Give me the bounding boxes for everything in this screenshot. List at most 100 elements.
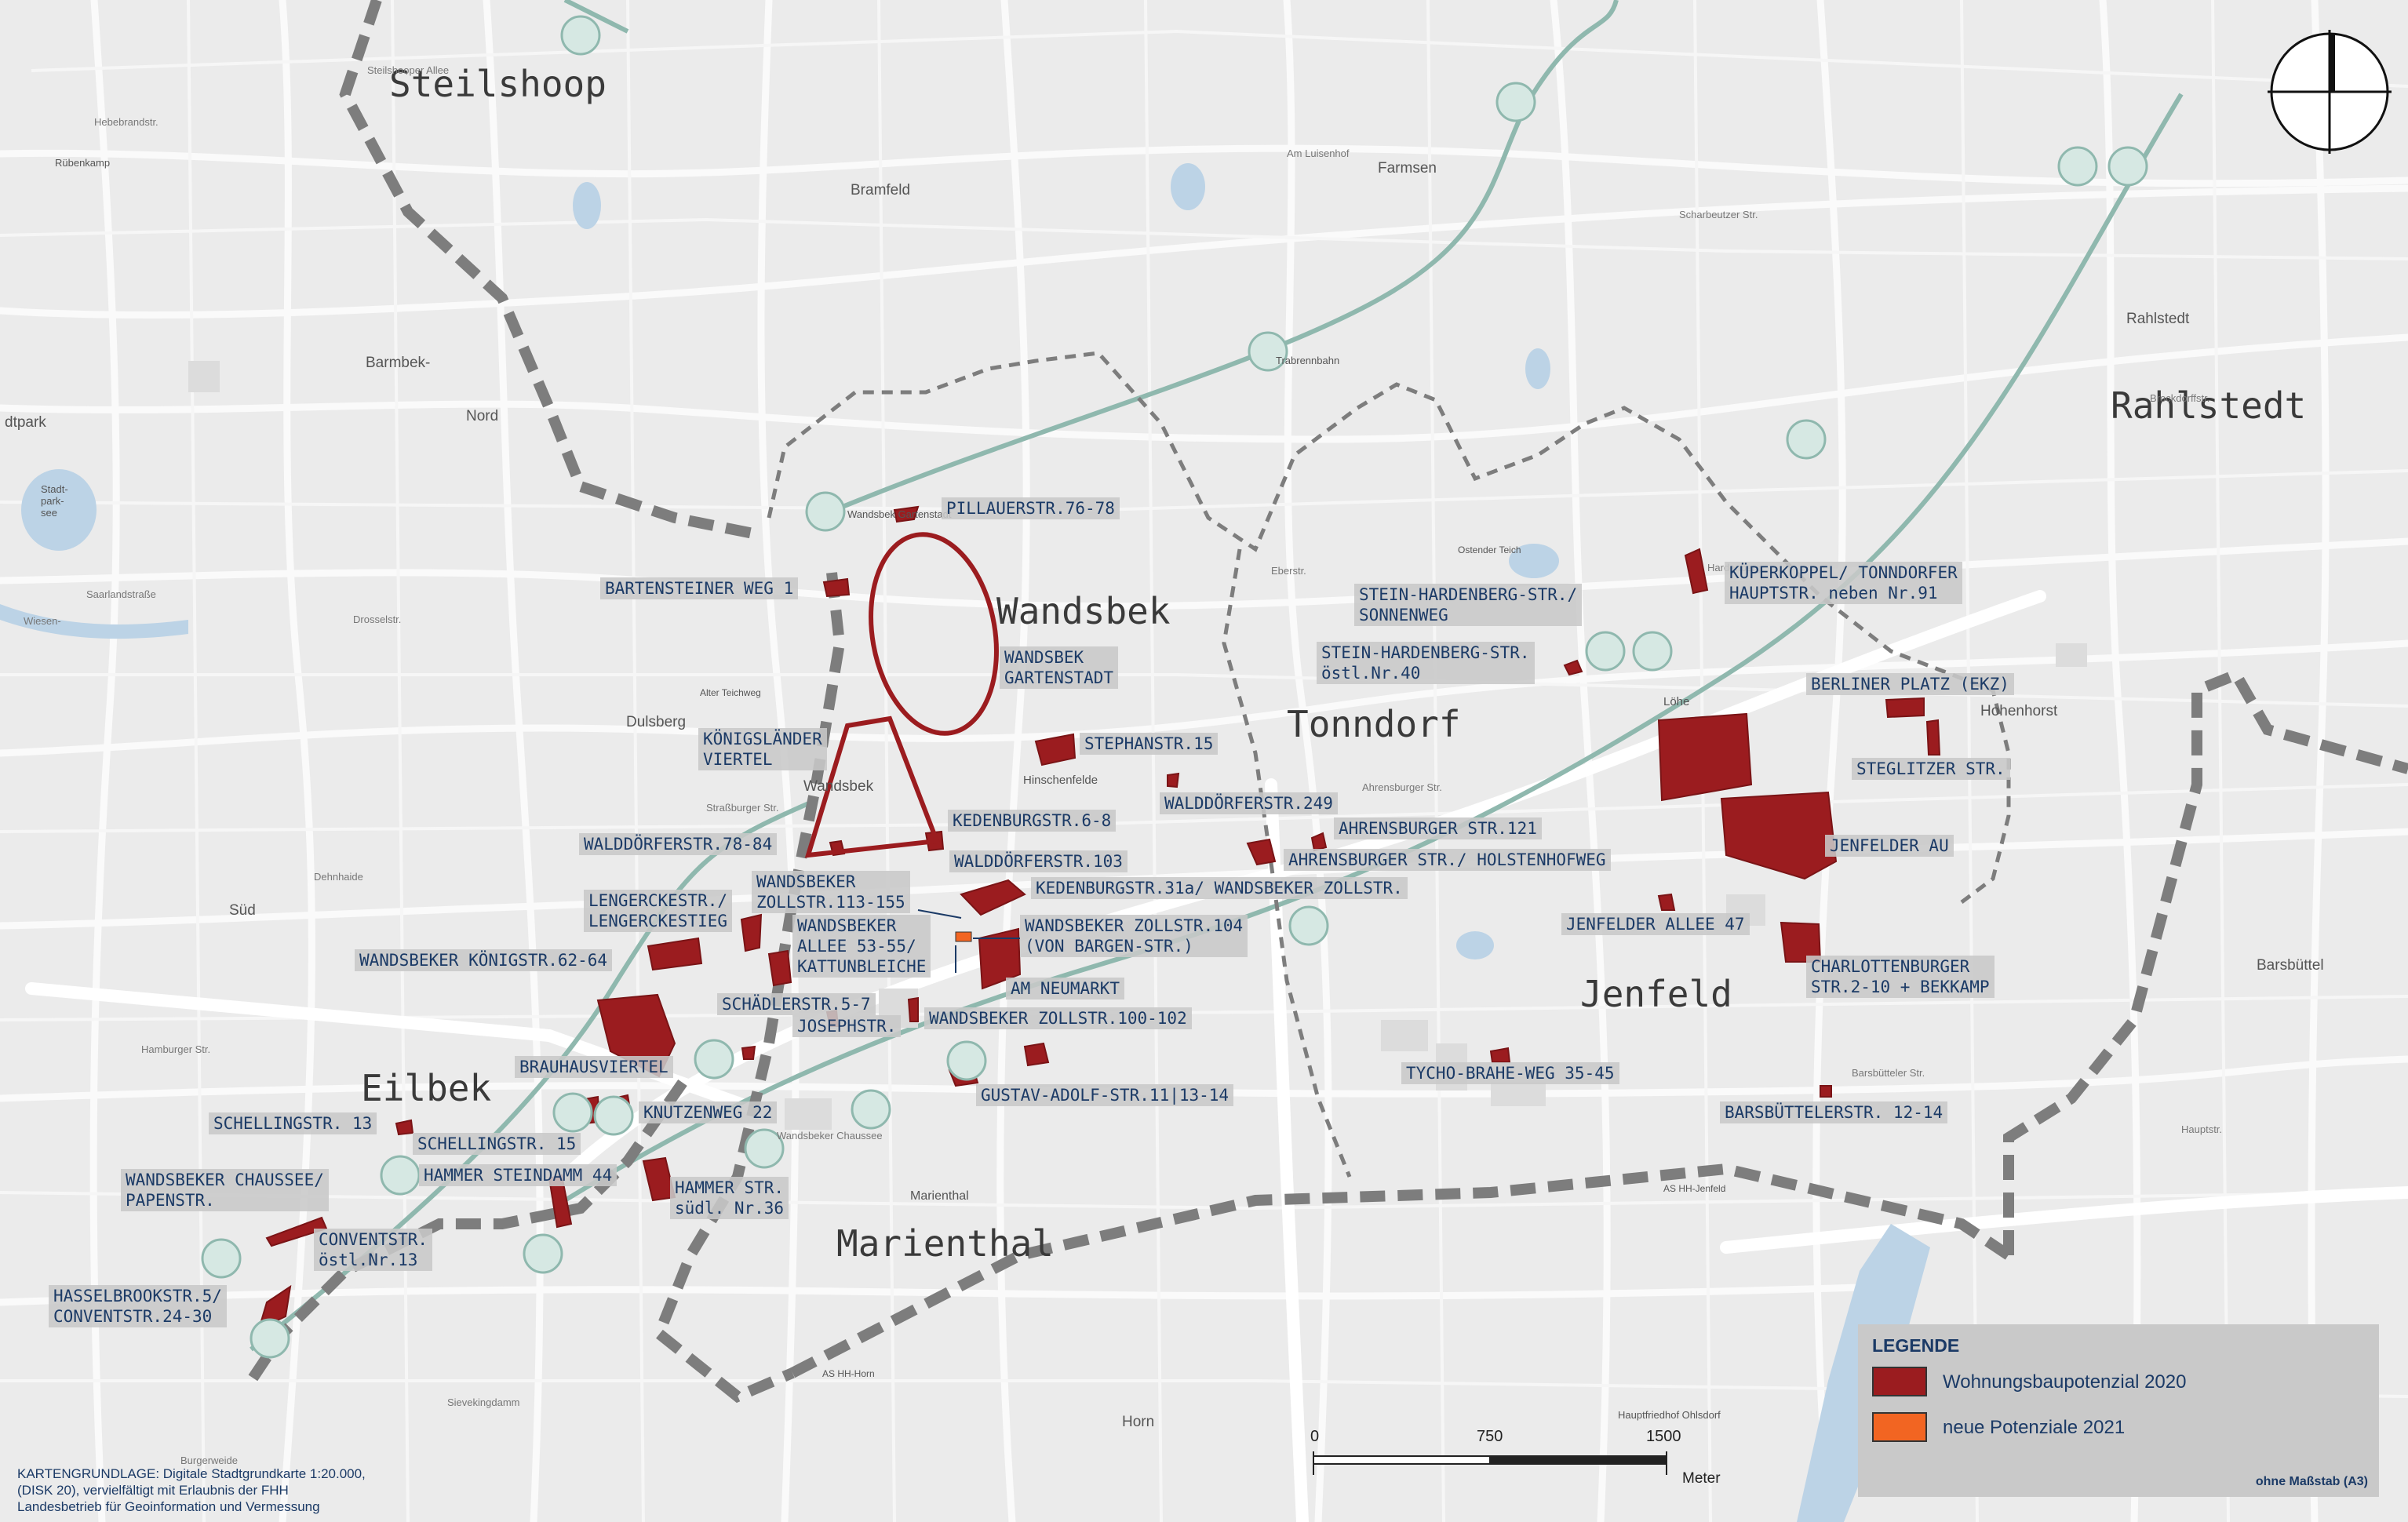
place-rahlstedt: Rahlstedt [2126, 311, 2190, 327]
label-steglitzer[interactable]: STEGLITZER STR. [1852, 758, 2010, 780]
street-label: Wiesen- [24, 615, 61, 627]
scale-bar: 0 750 1500 Meter [1302, 1428, 1721, 1491]
label-lengerckestr[interactable]: LENGERCKESTR./ LENGERCKESTIEG [584, 890, 733, 932]
district-marienthal: Marienthal [836, 1222, 1054, 1265]
street-label: Scharbeutzer Str. [1679, 209, 1758, 220]
place-wandsbek: Wandsbek [803, 778, 874, 795]
label-charlottenburger[interactable]: CHARLOTTENBURGER STR.2-10 + BEKKAMP [1806, 956, 1995, 998]
place-gartenstadt: Wandsbek Gartenstadt [847, 508, 952, 520]
district-eilbek: Eilbek [361, 1067, 492, 1109]
district-rahlstedt: Rahlstedt [2111, 384, 2307, 427]
label-schelling15[interactable]: SCHELLINGSTR. 15 [413, 1133, 581, 1155]
street-label: Hebebrandstr. [94, 116, 158, 128]
label-kedenburg68[interactable]: KEDENBURGSTR.6-8 [948, 810, 1117, 832]
street-label: Steilshooper Allee [367, 64, 450, 76]
label-knutzenweg[interactable]: KNUTZENWEG 22 [639, 1101, 778, 1123]
label-jenfelderau[interactable]: JENFELDER AU [1825, 835, 1954, 857]
place-hauptfriedhof: Hauptfriedhof Ohlsdorf [1618, 1409, 1721, 1421]
place-as-jenfeld: AS HH-Jenfeld [1663, 1183, 1726, 1194]
label-chaussee[interactable]: WANDSBEKER CHAUSSEE/ PAPENSTR. [121, 1169, 329, 1211]
label-steinhardenberg-sonnenweg[interactable]: STEIN-HARDENBERG-STR./ SONNENWEG [1354, 584, 1583, 626]
label-pillauerstr[interactable]: PILLAUERSTR.76-78 [942, 497, 1120, 519]
place-marienthal: Marienthal [910, 1189, 969, 1203]
label-steindamm[interactable]: HAMMER STEINDAMM 44 [419, 1164, 617, 1186]
place-dulsberg: Dulsberg [626, 714, 687, 730]
street-label: Hamburger Str. [141, 1043, 211, 1055]
place-ostender-teich: Ostender Teich [1458, 544, 1521, 555]
label-tycho[interactable]: TYCHO-BRAHE-WEG 35-45 [1401, 1062, 1619, 1084]
district-jenfeld: Jenfeld [1580, 973, 1732, 1015]
legend-swatch-2020 [1872, 1367, 1927, 1396]
place-sued: Süd [229, 902, 256, 919]
street-label: Hauptstr. [2181, 1123, 2223, 1135]
label-barsbuettel[interactable]: BARSBÜTTELERSTR. 12-14 [1720, 1101, 1948, 1123]
legend-swatch-2021 [1872, 1412, 1927, 1442]
scale-bar-graphic [1313, 1451, 1667, 1475]
place-ruebenkamp: Rübenkamp [55, 157, 111, 169]
place-trabrennbahn: Trabrennbahn [1276, 355, 1340, 366]
street-label: Ahrensburger Str. [1362, 781, 1442, 793]
compass-icon [2268, 30, 2392, 154]
label-koenigslaender[interactable]: KÖNIGSLÄNDER VIERTEL [698, 728, 827, 770]
place-barmbek: Barmbek- [366, 355, 431, 371]
street-label: Barsbütteler Str. [1852, 1067, 1925, 1079]
legend-title: LEGENDE [1872, 1335, 1960, 1356]
street-label: Burgerweide [180, 1455, 238, 1466]
label-ahrensburger-holstenhofweg[interactable]: AHRENSBURGER STR./ HOLSTENHOFWEG [1284, 849, 1611, 871]
place-as-horn: AS HH-Horn [822, 1368, 875, 1379]
place-barsbuettel: Barsbüttel [2257, 957, 2324, 974]
label-amneumarkt[interactable]: AM NEUMARKT [1006, 978, 1125, 999]
district-steilshoop: Steilshoop [389, 63, 607, 105]
place-nord: Nord [466, 408, 499, 424]
scale-tick-0: 0 [1310, 1428, 1320, 1445]
street-label: Brockdorffstr. [2150, 392, 2210, 404]
label-zollstr113[interactable]: WANDSBEKER ZOLLSTR.113-155 [752, 871, 910, 913]
place-loehe: Löhe [1663, 695, 1690, 708]
district-tonndorf: Tonndorf [1287, 703, 1461, 745]
place-dtpark: dtpark [5, 414, 46, 431]
legend-label-2020: Wohnungsbaupotenzial 2020 [1943, 1371, 2187, 1393]
label-stephanstr[interactable]: STEPHANSTR.15 [1080, 733, 1219, 755]
label-hammerstr[interactable]: HAMMER STR. südl. Nr.36 [670, 1177, 789, 1219]
label-walddoerfer103[interactable]: WALDDÖRFERSTR.103 [949, 850, 1127, 872]
scale-tick-1500: 1500 [1646, 1428, 1681, 1445]
place-alter-teichweg: Alter Teichweg [700, 687, 761, 698]
label-schaedlerstr[interactable]: SCHÄDLERSTR.5-7 [717, 993, 876, 1015]
label-hasselbrook[interactable]: HASSELBROOKSTR.5/ CONVENTSTR.24-30 [49, 1285, 227, 1327]
label-ahrensburger121[interactable]: AHRENSBURGER STR.121 [1334, 817, 1542, 839]
label-steinhardenberg-40[interactable]: STEIN-HARDENBERG-STR. östl.Nr.40 [1317, 642, 1535, 684]
place-hinschenfelde: Hinschenfelde [1023, 774, 1098, 787]
label-schelling13[interactable]: SCHELLINGSTR. 13 [209, 1112, 377, 1134]
label-gartenstadt[interactable]: WANDSBEK GARTENSTADT [1000, 646, 1119, 689]
label-walddoerfer249[interactable]: WALDDÖRFERSTR.249 [1160, 792, 1338, 814]
scale-unit: Meter [1682, 1470, 1721, 1487]
street-label: Drosselstr. [353, 614, 402, 625]
district-wandsbek: Wandsbek [996, 590, 1171, 632]
label-kueperkoppel[interactable]: KÜPERKOPPEL/ TONNDORFER HAUPTSTR. neben … [1725, 562, 1962, 604]
street-label: Am Luisenhof [1287, 147, 1350, 159]
label-zollstr100[interactable]: WANDSBEKER ZOLLSTR.100-102 [924, 1007, 1192, 1029]
scale-tick-750: 750 [1477, 1428, 1503, 1445]
label-brauhausviertel[interactable]: BRAUHAUSVIERTEL [515, 1056, 673, 1078]
street-label: Sievekingdamm [447, 1396, 520, 1408]
label-bartensteiner[interactable]: BARTENSTEINER WEG 1 [600, 577, 799, 599]
label-gustavadolf[interactable]: GUSTAV-ADOLF-STR.11|13-14 [976, 1084, 1234, 1106]
map-credit: KARTENGRUNDLAGE: Digitale Stadtgrundkart… [17, 1466, 366, 1514]
label-walddoerfer7884[interactable]: WALDDÖRFERSTR.78-84 [579, 833, 778, 855]
label-allee5355[interactable]: WANDSBEKER ALLEE 53-55/ KATTUNBLEICHE [792, 915, 931, 978]
place-horn: Horn [1122, 1414, 1155, 1430]
label-zollstr104[interactable]: WANDSBEKER ZOLLSTR.104 (VON BARGEN-STR.) [1020, 915, 1248, 957]
legend: LEGENDE Wohnungsbaupotenzial 2020 neue P… [1858, 1324, 2379, 1497]
place-stadtparksee: Stadt-park-see [41, 483, 68, 519]
label-berlinerplatz[interactable]: BERLINER PLATZ (EKZ) [1806, 673, 2014, 695]
label-jenfelderallee[interactable]: JENFELDER ALLEE 47 [1561, 913, 1750, 935]
label-josephstr[interactable]: JOSEPHSTR. [792, 1015, 902, 1037]
label-kedenburg31[interactable]: KEDENBURGSTR.31a/ WANDSBEKER ZOLLSTR. [1031, 877, 1408, 899]
legend-label-2021: neue Potenziale 2021 [1943, 1417, 2126, 1438]
street-label: Straßburger Str. [706, 802, 779, 814]
label-conventstr[interactable]: CONVENTSTR. östl.Nr.13 [314, 1229, 433, 1271]
street-label: Dehnhaide [314, 871, 363, 883]
label-koenigstr[interactable]: WANDSBEKER KÖNIGSTR.62-64 [355, 949, 613, 971]
